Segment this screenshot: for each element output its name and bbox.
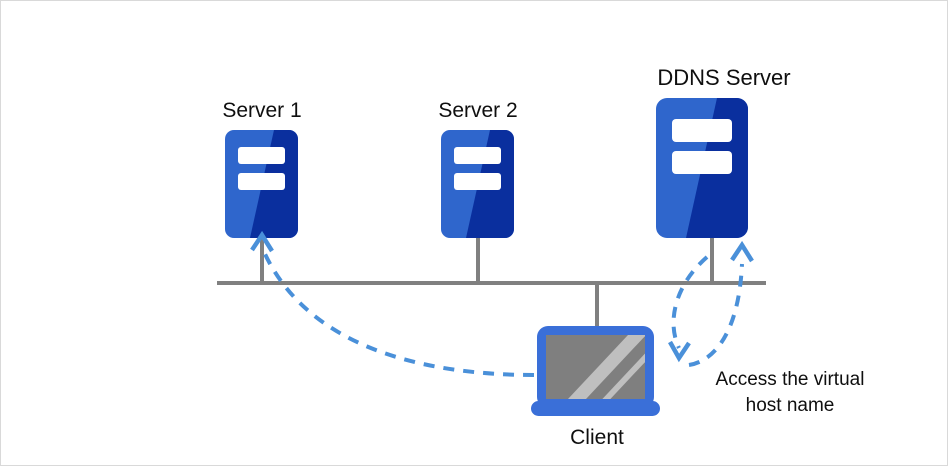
server-1-bar-top (238, 147, 285, 164)
flow-ddns-to-client (668, 255, 709, 363)
client-screen-glint-wide (568, 335, 645, 399)
node-client[interactable]: Client (531, 326, 661, 449)
flow-client-to-server-1 (250, 230, 535, 377)
client-screen (546, 335, 645, 399)
client-screen-glint-thin (602, 353, 645, 399)
flow-client-to-ddns-arrowhead (730, 240, 754, 263)
node-ddns-server[interactable]: DDNS Server (656, 65, 791, 238)
flow-client-to-server-1-arrowhead (250, 230, 274, 253)
flow-client-to-ddns (688, 240, 754, 367)
server-1-bar-bottom (238, 173, 285, 190)
server-2-bar-top (454, 147, 501, 164)
flow-ddns-to-client-path (671, 255, 709, 349)
flow-ddns-to-client-arrowhead (668, 340, 691, 363)
server-2-label: Server 2 (438, 99, 517, 122)
client-base (531, 401, 660, 416)
node-server-1[interactable]: Server 1 (222, 99, 302, 238)
flow-client-to-ddns-path (688, 263, 744, 367)
ddns-server-bar-top (672, 119, 732, 142)
ddns-server-bar-bottom (672, 151, 732, 174)
annotation-line-2: host name (746, 395, 835, 416)
annotation-line-1: Access the virtual (716, 369, 865, 390)
ddns-server-label: DDNS Server (657, 65, 790, 90)
client-label: Client (570, 426, 624, 449)
network-bus-group (217, 238, 766, 331)
server-2-bar-bottom (454, 173, 501, 190)
node-server-2[interactable]: Server 2 (438, 99, 518, 238)
annotation-access-note: Access the virtual host name (716, 369, 865, 416)
flow-client-to-server-1-path (263, 253, 535, 377)
server-1-label: Server 1 (222, 99, 301, 122)
